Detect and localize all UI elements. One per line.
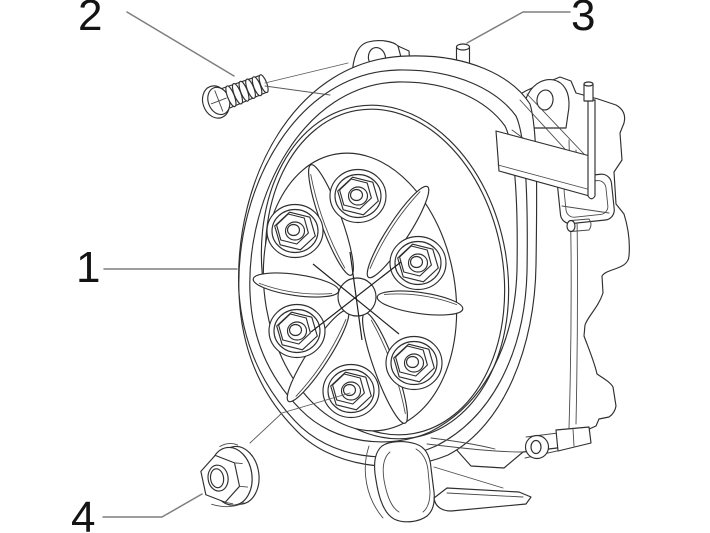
nut-axis-line [249,392,351,444]
leader-2 [126,11,235,77]
screw-drawing [201,74,269,119]
leader-4 [102,493,203,518]
bracket-rod [587,99,596,200]
bottom-bracket [364,426,592,523]
hub [337,277,377,317]
callout-label-1: 1 [76,243,101,292]
hook [374,440,435,523]
nut-drawing [200,443,260,508]
cover-drawing [238,40,570,467]
callout-label-3: 3 [571,0,596,40]
bracket-assembly [495,81,596,200]
leader-3 [466,11,571,44]
callout-label-2: 2 [78,0,103,40]
cover-lug-right [521,79,570,129]
leader-lines [102,11,571,518]
screw-axis-line [264,62,349,96]
hook-blade [433,487,532,512]
hub-cross-lines [310,251,402,341]
callout-label-4: 4 [71,493,96,533]
